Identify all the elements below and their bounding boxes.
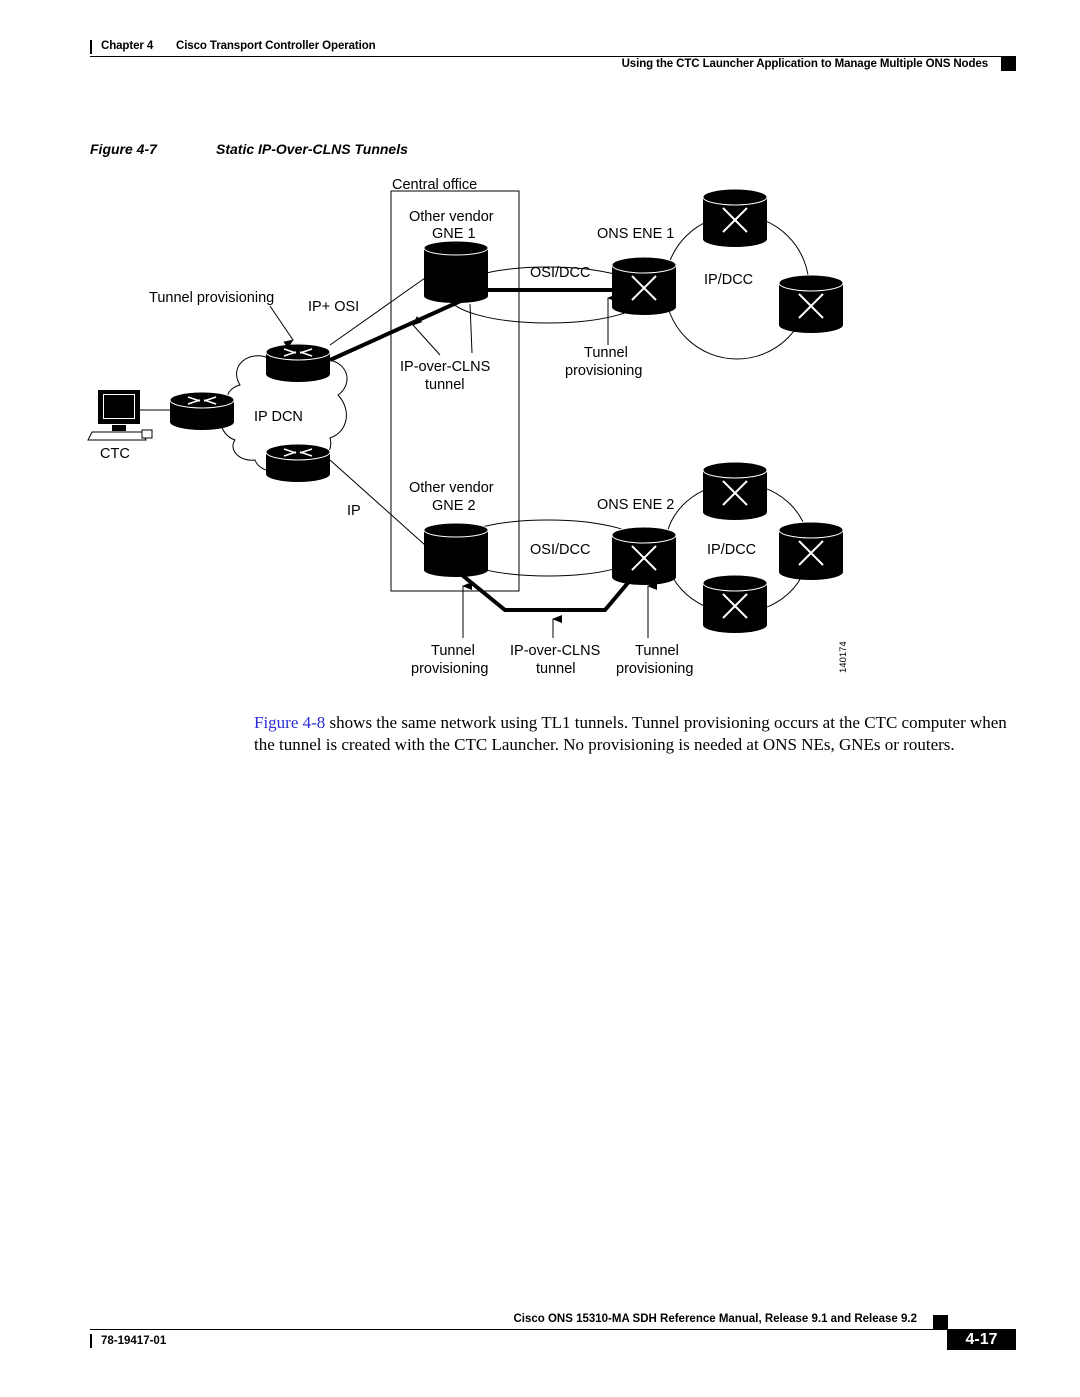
label-ip-over-clns-top: IP-over-CLNS: [400, 359, 490, 375]
figure-4-8-link[interactable]: Figure 4-8: [254, 713, 326, 732]
label-bottom-clns-a: IP-over-CLNS: [510, 643, 600, 659]
page-number: 4-17: [947, 1330, 1016, 1350]
ons-node-bottom-right-3: [702, 574, 768, 633]
ons-node-ene1: [611, 256, 677, 315]
figure-title: Static IP-Over-CLNS Tunnels: [216, 141, 408, 157]
router-bottom: [265, 443, 331, 482]
label-ons-ene2: ONS ENE 2: [597, 497, 674, 513]
label-bottom-tunnel-2a: Tunnel: [635, 643, 679, 659]
header-rule: [90, 56, 1016, 57]
label-bottom-tunnel-1b: provisioning: [411, 661, 488, 677]
label-gne2: GNE 2: [432, 498, 476, 514]
label-ip-dcc-bottom: IP/DCC: [707, 542, 756, 558]
ons-node-ene2: [611, 526, 677, 585]
tunnel-bottom: [460, 573, 634, 612]
arrow-clns-top-b: [469, 303, 473, 354]
footer-left-bar: [90, 1334, 92, 1348]
label-osi-dcc-bottom: OSI/DCC: [530, 542, 590, 558]
central-office-box: [390, 190, 520, 592]
label-osi-dcc-top: OSI/DCC: [530, 265, 590, 281]
footer-square: [933, 1315, 948, 1329]
label-other-vendor-2: Other vendor: [409, 480, 494, 496]
figure-number: Figure 4-7: [90, 141, 157, 157]
label-gne1: GNE 1: [432, 226, 476, 242]
label-ctc: CTC: [100, 446, 130, 462]
label-ip-osi: IP+ OSI: [308, 299, 359, 315]
label-bottom-clns-b: tunnel: [536, 661, 576, 677]
label-tunnel-top-right-2: provisioning: [565, 363, 642, 379]
header-square: [1001, 57, 1016, 71]
ons-node-top-right-1: [702, 188, 768, 247]
label-ons-ene1: ONS ENE 1: [597, 226, 674, 242]
label-figure-id: 140174: [838, 641, 849, 673]
ons-node-bottom-right-2: [778, 521, 844, 580]
arrow-clns-top-a: [412, 316, 441, 356]
label-tunnel-top-right-1: Tunnel: [584, 345, 628, 361]
label-ip-dcc-top: IP/DCC: [704, 272, 753, 288]
body-paragraph: Figure 4-8 shows the same network using …: [254, 712, 1019, 755]
label-ip-dcn: IP DCN: [254, 409, 303, 425]
gne2-cylinder: [423, 522, 489, 577]
header-chapter: Chapter 4: [101, 40, 154, 52]
label-other-vendor-1: Other vendor: [409, 209, 494, 225]
link-dcn-gne2: [329, 459, 426, 546]
ons-node-bottom-right-1: [702, 461, 768, 520]
label-tunnel-top: tunnel: [425, 377, 465, 393]
label-bottom-tunnel-2b: provisioning: [616, 661, 693, 677]
network-diagram: Central office Other vendor GNE 1 ONS EN…: [87, 177, 849, 677]
router-ctc: [169, 391, 235, 430]
footer-doc-number: 78-19417-01: [101, 1335, 167, 1347]
arrow-tunnel-prov-left: [269, 305, 294, 349]
gne1-cylinder: [423, 240, 489, 303]
header-section: Using the CTC Launcher Application to Ma…: [621, 58, 989, 70]
footer-manual-title: Cisco ONS 15310-MA SDH Reference Manual,…: [513, 1313, 917, 1325]
label-bottom-tunnel-1a: Tunnel: [431, 643, 475, 659]
ctc-computer-icon: [87, 390, 153, 441]
header-left-bar: [90, 40, 92, 54]
label-ip: IP: [347, 503, 361, 519]
ons-node-top-right-2: [778, 274, 844, 333]
label-central-office: Central office: [392, 177, 477, 193]
link-router-gne1: [329, 277, 426, 346]
header-chapter-title: Cisco Transport Controller Operation: [176, 40, 376, 52]
footer-rule: [90, 1329, 1016, 1330]
paragraph-text: shows the same network using TL1 tunnels…: [254, 713, 1007, 754]
router-top: [265, 343, 331, 382]
label-tunnel-provisioning-left: Tunnel provisioning: [149, 290, 274, 306]
